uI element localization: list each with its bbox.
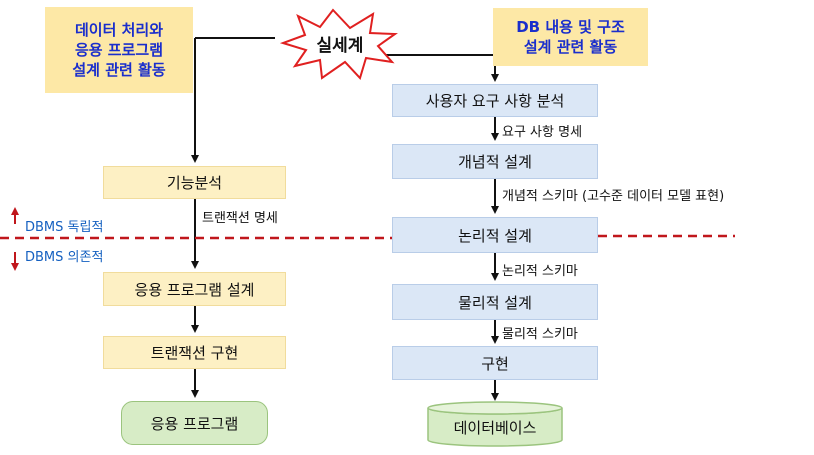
database-cylinder: 데이터베이스 [426, 400, 564, 448]
physical-design-box: 물리적 설계 [392, 284, 598, 320]
dbms-dependent-label: DBMS 의존적 [25, 250, 104, 265]
right-activity-note: DB 내용 및 구조 설계 관련 활동 [493, 8, 648, 66]
logical-design-box: 논리적 설계 [392, 217, 598, 253]
transaction-spec-label: 트랜잭션 명세 [202, 211, 278, 226]
transaction-impl-box: 트랜잭션 구현 [103, 336, 286, 369]
dbms-independent-label: DBMS 독립적 [25, 220, 104, 235]
real-world-label: 실세계 [316, 35, 364, 56]
conceptual-design-box: 개념적 설계 [392, 144, 598, 179]
requirements-analysis-box: 사용자 요구 사항 분석 [392, 84, 598, 117]
app-program-box: 응용 프로그램 [121, 401, 268, 445]
app-design-box: 응용 프로그램 설계 [103, 272, 286, 306]
implementation-box: 구현 [392, 346, 598, 380]
requirements-spec-label: 요구 사항 명세 [502, 125, 583, 140]
real-world-burst-shape [279, 8, 398, 80]
database-label: 데이터베이스 [453, 418, 537, 437]
conceptual-schema-label: 개념적 스키마 (고수준 데이터 모델 표현) [502, 189, 725, 204]
database-icon [427, 401, 563, 447]
logical-schema-label: 논리적 스키마 [502, 264, 578, 279]
left-activity-note: 데이터 처리와 응용 프로그램 설계 관련 활동 [45, 7, 193, 93]
physical-schema-label: 물리적 스키마 [502, 327, 578, 342]
function-analysis-box: 기능분석 [103, 166, 286, 199]
